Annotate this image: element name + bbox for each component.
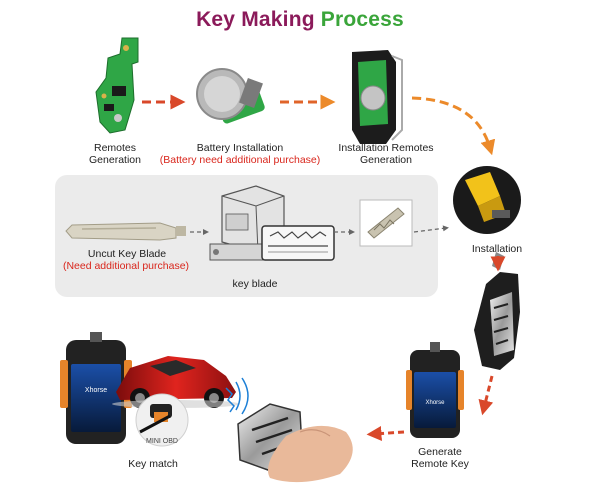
caption-mini-obd: MINI OBD	[146, 438, 178, 445]
arrow-install-to-installation	[411, 96, 496, 156]
hand-with-key-image	[237, 403, 353, 483]
title-key-making: Key Making	[196, 8, 321, 31]
brand-label-right: Xhorse	[425, 400, 445, 406]
arrow-device-to-hand	[366, 426, 405, 441]
uncut-key-blade-image	[65, 222, 186, 241]
flip-key-image	[474, 252, 520, 370]
remote-pcb-image	[95, 37, 139, 134]
caption-battery-installation: Battery Installation	[196, 142, 284, 154]
wireless-signal-icon	[225, 377, 249, 415]
caption-remotes-generation: Remotes Generation	[89, 142, 141, 166]
caption-uncut-key-blade: Uncut Key Blade	[87, 248, 167, 260]
key-tool-device-right: Xhorse	[406, 342, 464, 438]
caption-key-match: Key match	[128, 458, 178, 470]
arrow-flipkey-to-device	[478, 375, 494, 416]
arrow-cut-to-installation	[413, 225, 449, 233]
key-blade-inset	[261, 225, 335, 261]
caption-battery-note: (Battery need additional purchase)	[159, 154, 321, 166]
page-title: Key Making Process	[0, 8, 600, 32]
title-process: Process	[320, 8, 404, 31]
brand-label-left: Xhorse	[85, 387, 107, 394]
cut-key-blade-image	[359, 199, 413, 247]
caption-generate-remote-key: Generate Remote Key	[411, 446, 469, 470]
installation-closeup-image	[453, 166, 521, 234]
caption-installation-remotes: Installation Remotes Generation	[338, 142, 434, 166]
battery-installation-image	[196, 68, 265, 124]
installed-remote-image	[352, 50, 403, 144]
caption-uncut-note: (Need additional purchase)	[62, 260, 190, 272]
caption-key-blade: key blade	[232, 278, 278, 290]
caption-installation: Installation	[471, 243, 523, 255]
mini-obd-image	[135, 393, 189, 447]
